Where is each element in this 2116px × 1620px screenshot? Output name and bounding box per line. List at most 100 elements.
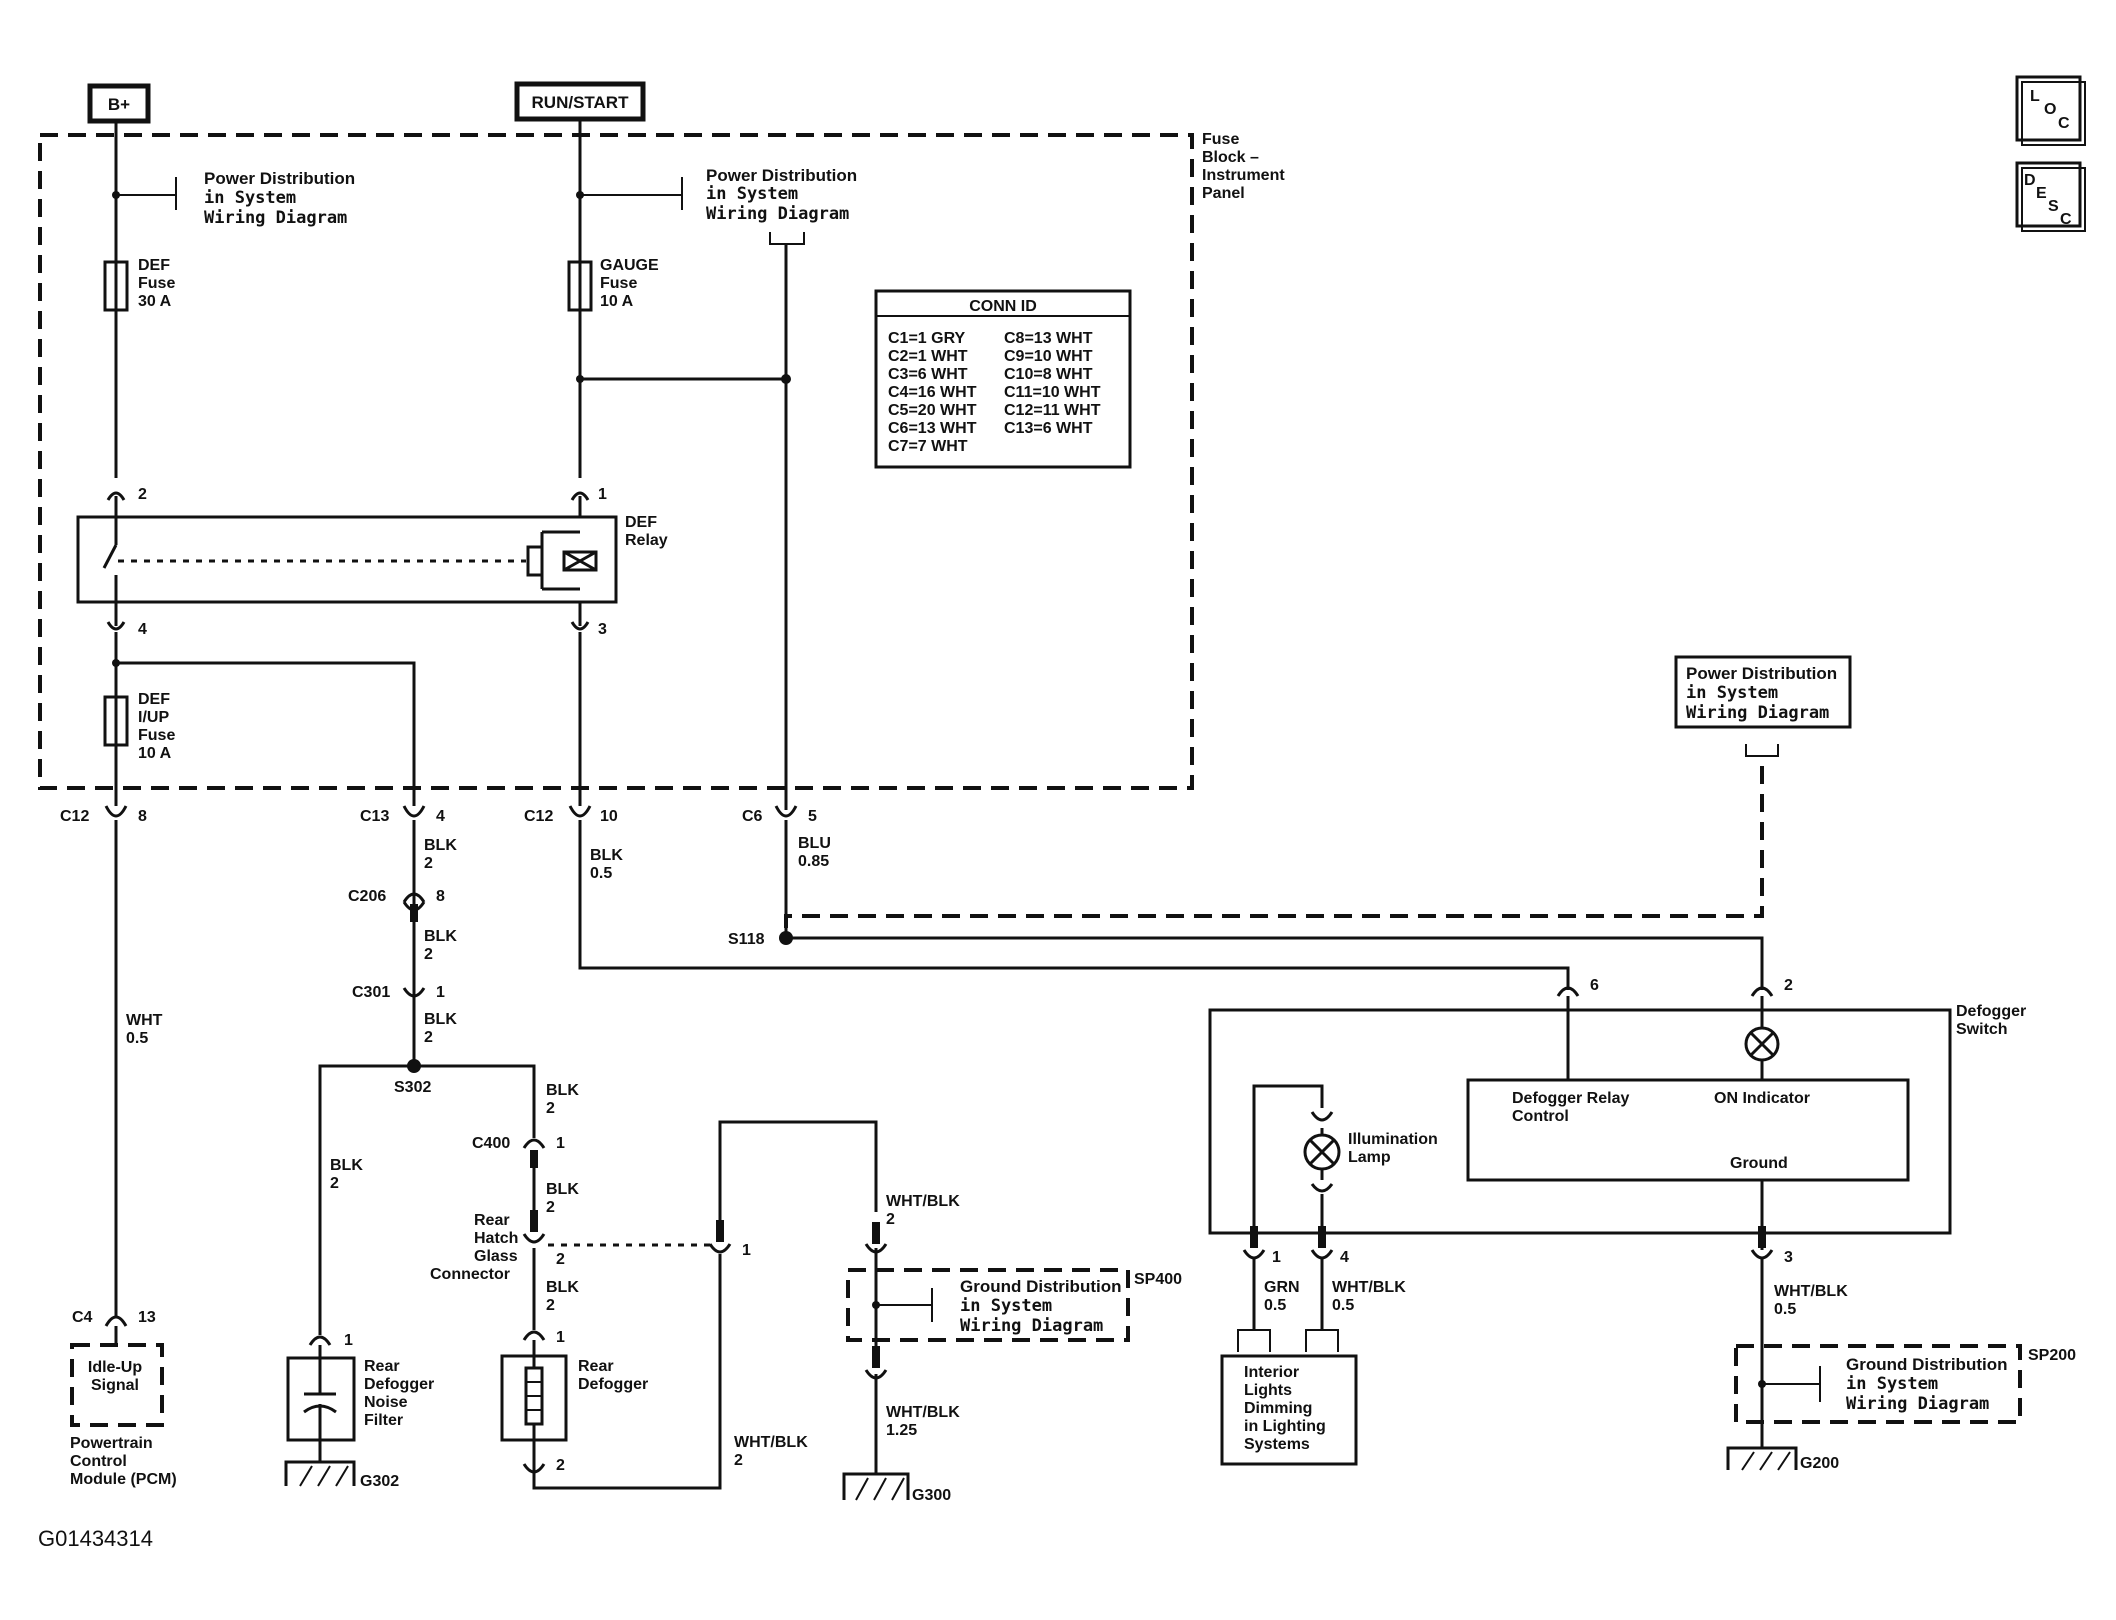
power-distribution-ref-2[interactable]: Power Distribution in System Wiring Diag… — [580, 166, 857, 224]
svg-text:Defogger: Defogger — [1956, 1003, 2026, 1020]
svg-text:G302: G302 — [360, 1473, 399, 1490]
svg-text:2: 2 — [886, 1211, 895, 1228]
wire-label-whtblk-05-a: WHT/BLK 0.5 — [1332, 1279, 1406, 1314]
svg-text:Wiring Diagram: Wiring Diagram — [204, 208, 347, 228]
svg-text:C12: C12 — [524, 808, 553, 825]
svg-text:BLK: BLK — [590, 847, 623, 864]
splice-pack-sp400: SP400 — [846, 1222, 1182, 1366]
svg-text:BLK: BLK — [546, 1181, 579, 1198]
ground-distribution-ref-1[interactable]: Ground Distribution in System Wiring Dia… — [960, 1277, 1121, 1336]
svg-text:WHT: WHT — [126, 1012, 163, 1029]
wire-label-blk-6: BLK 2 — [546, 1181, 579, 1216]
svg-text:Fuse: Fuse — [138, 275, 175, 292]
svg-text:C6=13 WHT: C6=13 WHT — [888, 420, 977, 437]
svg-text:Wiring Diagram: Wiring Diagram — [960, 1316, 1103, 1336]
connector-c301-1: C301 1 — [352, 984, 445, 1001]
svg-text:Control: Control — [70, 1453, 127, 1470]
wire-label-blu-085: BLU 0.85 — [798, 835, 831, 870]
svg-text:Power Distribution: Power Distribution — [1686, 664, 1837, 683]
svg-text:Ground Distribution: Ground Distribution — [960, 1277, 1121, 1296]
svg-text:WHT/BLK: WHT/BLK — [734, 1434, 808, 1451]
svg-text:BLK: BLK — [424, 928, 457, 945]
fuse-block-label: Fuse Block – Instrument Panel — [1202, 131, 1285, 202]
svg-text:Instrument: Instrument — [1202, 167, 1285, 184]
svg-text:Signal: Signal — [91, 1377, 139, 1394]
wire-label-whtblk-125: WHT/BLK 1.25 — [886, 1404, 960, 1439]
svg-text:C301: C301 — [352, 984, 390, 1001]
wire-label-blk-2: BLK 2 — [424, 928, 457, 963]
svg-text:2: 2 — [546, 1199, 555, 1216]
loc-reference-box[interactable]: L O C — [2015, 75, 2086, 146]
defogger-switch-label: Defogger Switch — [1956, 1003, 2026, 1038]
svg-text:Filter: Filter — [364, 1412, 403, 1429]
rear-hatch-glass-connector: 2 Rear Hatch Glass Connector — [430, 1210, 714, 1283]
svg-text:0.5: 0.5 — [1774, 1301, 1796, 1318]
wire-label-blk-1: BLK 2 — [424, 837, 457, 872]
svg-text:0.5: 0.5 — [1264, 1297, 1286, 1314]
interior-lights-dimming[interactable]: Interior Lights Dimming in Lighting Syst… — [1220, 1329, 1358, 1466]
run-start-supply: RUN/START — [514, 81, 646, 122]
svg-text:Lamp: Lamp — [1348, 1149, 1391, 1166]
splice-s302-label: S302 — [394, 1079, 431, 1096]
connector-c12-10: C12 10 — [524, 805, 618, 825]
svg-text:C400: C400 — [472, 1135, 510, 1152]
svg-text:0.85: 0.85 — [798, 853, 829, 870]
svg-text:in Lighting: in Lighting — [1244, 1418, 1326, 1435]
svg-text:C: C — [2060, 211, 2072, 228]
def-fuse-30a: DEF Fuse 30 A — [103, 257, 175, 312]
power-distribution-ref-3[interactable]: Power Distribution in System Wiring Diag… — [1674, 655, 1852, 757]
splice-s118-label: S118 — [728, 931, 765, 948]
svg-text:in System: in System — [706, 184, 798, 204]
fuse-block-boundary — [38, 133, 1194, 790]
svg-text:10 A: 10 A — [138, 745, 172, 762]
svg-text:G300: G300 — [912, 1487, 951, 1504]
svg-text:2: 2 — [138, 486, 147, 503]
desc-reference-box[interactable]: D E S C — [2015, 161, 2086, 232]
power-distribution-ref-1[interactable]: Power Distribution in System Wiring Diag… — [116, 169, 355, 228]
svg-text:1: 1 — [598, 486, 607, 503]
svg-text:5: 5 — [808, 808, 817, 825]
def-relay: 2 1 4 3 — [76, 486, 618, 638]
svg-text:in System: in System — [960, 1296, 1052, 1316]
svg-text:Switch: Switch — [1956, 1021, 2008, 1038]
svg-text:Defogger Relay: Defogger Relay — [1512, 1090, 1629, 1107]
svg-text:C206: C206 — [348, 888, 386, 905]
svg-text:C12: C12 — [60, 808, 89, 825]
svg-text:2: 2 — [424, 1029, 433, 1046]
ground-g300: G300 — [842, 1472, 951, 1504]
dashed-feed-to-power-dist — [784, 758, 1764, 928]
svg-text:GRN: GRN — [1264, 1279, 1300, 1296]
svg-text:C1=1 GRY: C1=1 GRY — [888, 330, 966, 347]
rear-defogger-noise-filter: Rear Defogger Noise Filter — [286, 1345, 434, 1442]
svg-text:DEF: DEF — [138, 257, 170, 274]
svg-text:C7=7 WHT: C7=7 WHT — [888, 438, 968, 455]
ground-distribution-ref-2[interactable]: Ground Distribution in System Wiring Dia… — [1846, 1355, 2007, 1414]
svg-text:0.5: 0.5 — [1332, 1297, 1354, 1314]
svg-text:in System: in System — [204, 188, 296, 208]
whtblk-loop-wire — [718, 1120, 878, 1220]
svg-text:Dimming: Dimming — [1244, 1400, 1312, 1417]
svg-text:Defogger: Defogger — [364, 1376, 434, 1393]
svg-text:Noise: Noise — [364, 1394, 408, 1411]
s302-branch-wires — [318, 1064, 536, 1335]
blk-wire-to-switch-pin6 — [578, 820, 1570, 990]
svg-text:1: 1 — [742, 1242, 751, 1259]
svg-text:Interior: Interior — [1244, 1364, 1299, 1381]
svg-text:1.25: 1.25 — [886, 1422, 917, 1439]
conn-id-table: CONN ID C1=1 GRY C2=1 WHT C3=6 WHT C4=16… — [874, 289, 1132, 469]
svg-text:C8=13 WHT: C8=13 WHT — [1004, 330, 1093, 347]
svg-text:6: 6 — [1590, 977, 1599, 994]
svg-text:Module (PCM): Module (PCM) — [70, 1471, 177, 1488]
svg-text:Fuse: Fuse — [1202, 131, 1239, 148]
svg-text:C2=1 WHT: C2=1 WHT — [888, 348, 968, 365]
svg-text:WHT/BLK: WHT/BLK — [1332, 1279, 1406, 1296]
svg-text:Powertrain: Powertrain — [70, 1435, 153, 1452]
svg-text:C12=11 WHT: C12=11 WHT — [1004, 402, 1101, 419]
wire-label-blk-5: BLK 2 — [546, 1082, 579, 1117]
svg-text:G200: G200 — [1800, 1455, 1839, 1472]
svg-text:1: 1 — [556, 1329, 565, 1346]
svg-text:Wiring Diagram: Wiring Diagram — [1846, 1394, 1989, 1414]
svg-text:Block –: Block – — [1202, 149, 1259, 166]
defogger-switch: Defogger Relay Control ON Indicator Grou… — [1208, 996, 1952, 1250]
svg-text:1: 1 — [1272, 1249, 1281, 1266]
